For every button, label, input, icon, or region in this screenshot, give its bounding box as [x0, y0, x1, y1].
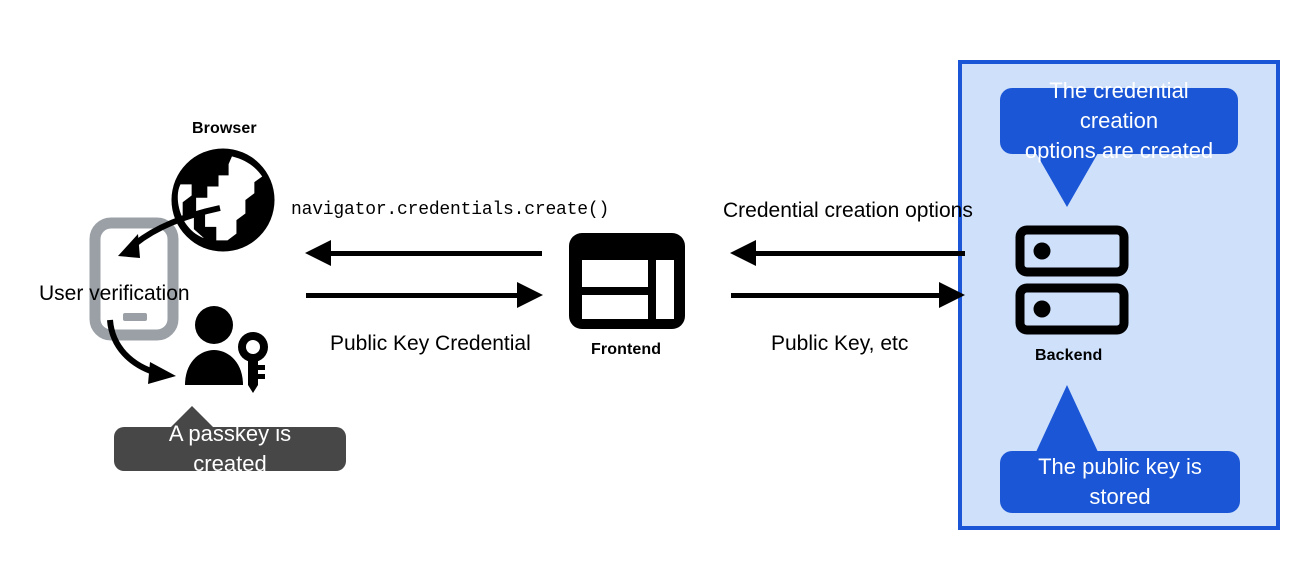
arrow-shaft	[330, 250, 542, 256]
callout-bottom-line2: stored	[1089, 484, 1151, 509]
backend-callout-bottom: The public key is stored	[1000, 385, 1240, 513]
callout-bottom-box: The public key is stored	[1000, 451, 1240, 513]
smartphone-icon	[89, 217, 179, 341]
person-with-key-icon	[183, 305, 278, 393]
arrow-shaft	[731, 292, 940, 298]
arrow-head-left-icon	[730, 240, 756, 266]
arrow-backend-to-frontend	[730, 240, 965, 266]
arrow-head-left-icon	[305, 240, 331, 266]
flow-label-public-key-etc: Public Key, etc	[771, 332, 909, 355]
callout-top-tail-icon	[1036, 153, 1098, 207]
flow-label-credential-creation-options: Credential creation options	[723, 199, 973, 222]
arrow-phone-to-user	[104, 318, 214, 398]
arrow-head-right-icon	[517, 282, 543, 308]
callout-top-line1: The credential creation	[1049, 78, 1189, 133]
arrow-browser-to-frontend	[306, 282, 543, 308]
arrow-head-right-icon	[939, 282, 965, 308]
user-verification-label: User verification	[39, 282, 190, 305]
frontend-label: Frontend	[591, 341, 662, 358]
passkey-tooltip-box: A passkey is created	[114, 421, 346, 476]
arrow-frontend-to-backend	[731, 282, 965, 308]
passkey-tooltip-tail-icon	[170, 406, 214, 428]
callout-bottom-tail-icon	[1036, 385, 1098, 452]
arrow-shaft	[755, 250, 965, 256]
backend-label: Backend	[1035, 347, 1103, 364]
arrow-shaft	[306, 292, 518, 298]
arrow-browser-to-phone	[100, 200, 230, 280]
callout-top-line2: options are created	[1024, 138, 1214, 163]
flow-label-navigator-create: navigator.credentials.create()	[291, 200, 610, 220]
callout-top-box: The credential creation options are crea…	[1000, 78, 1238, 163]
browser-label: Browser	[192, 120, 257, 137]
flow-label-public-key-credential: Public Key Credential	[330, 332, 531, 355]
passkey-tooltip: A passkey is created	[114, 406, 346, 476]
globe-icon	[167, 144, 279, 256]
server-rack-icon	[1015, 225, 1129, 335]
backend-callout-top: The credential creation options are crea…	[1000, 78, 1238, 207]
callout-bottom-line1: The public key is	[1038, 454, 1202, 479]
arrow-frontend-to-browser	[305, 240, 542, 266]
frontend-icon	[568, 232, 686, 330]
